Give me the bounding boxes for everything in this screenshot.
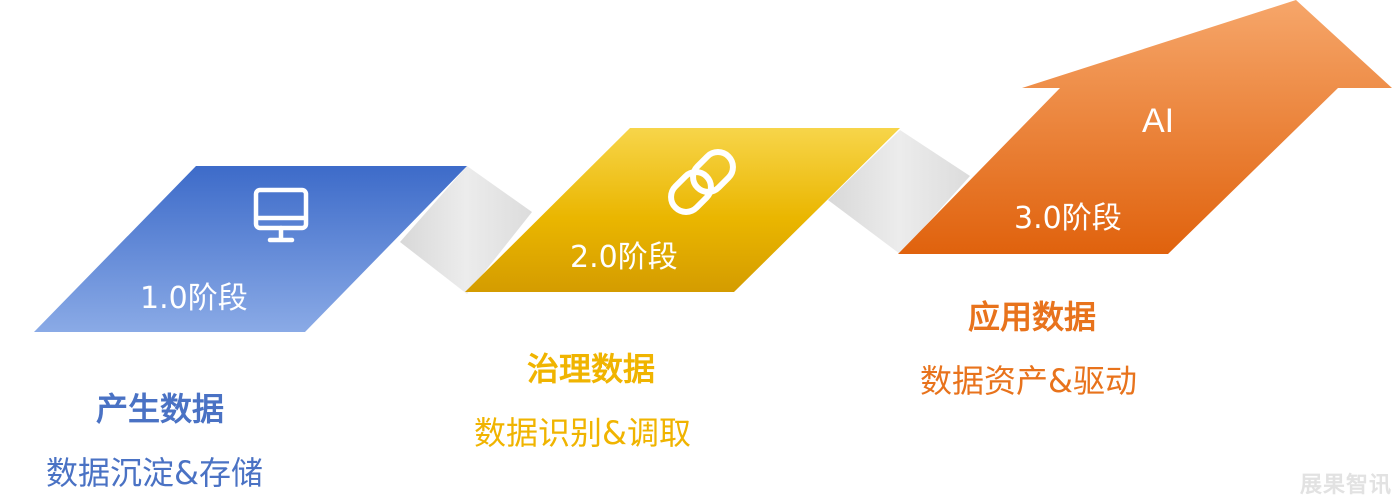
connector-1-2 [400,166,532,294]
stage-2-label: 2.0阶段 [570,240,678,275]
link-icon [668,149,736,215]
stage-1-title: 产生数据 [96,390,225,428]
stage-1-shape [34,166,467,332]
stage-2-title: 治理数据 [527,350,656,388]
monitor-icon [253,187,309,243]
stage-3-arrow [898,0,1392,254]
ai-label: AI [1142,102,1174,140]
watermark-logo: 展果智讯 [1299,473,1392,498]
stage-3-desc: 数据资产&驱动 [920,362,1137,400]
stage-1-label: 1.0阶段 [140,281,248,316]
stage-3-label: 3.0阶段 [1014,201,1122,236]
stage-1-desc: 数据沉淀&存储 [46,454,263,492]
stage-3-title: 应用数据 [968,298,1097,336]
connector-2-3 [828,130,970,254]
stage-2-desc: 数据识别&调取 [474,414,691,452]
